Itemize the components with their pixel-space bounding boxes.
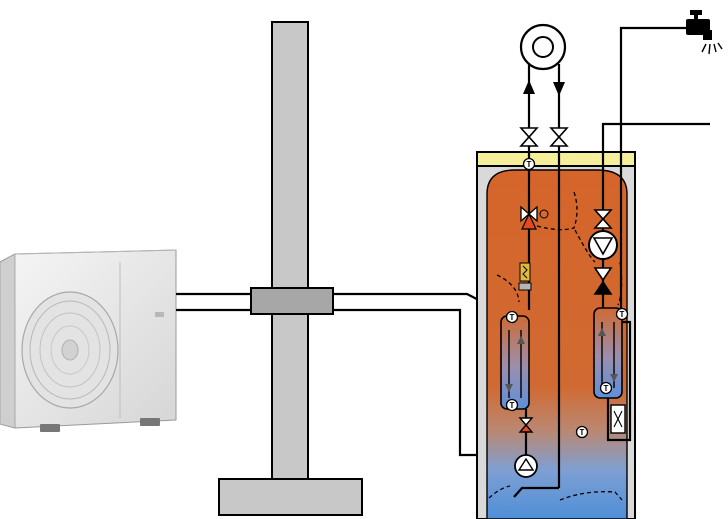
valve-icon — [518, 417, 534, 433]
flow-meter-icon — [610, 404, 626, 434]
wall-sleeve — [250, 287, 334, 315]
mixing-valve-icon — [520, 205, 549, 230]
heat-exchanger-icon — [593, 307, 623, 399]
temperature-sensor-icon: T — [575, 425, 589, 439]
cold-water-inlet-line — [601, 122, 710, 210]
temperature-sensor-label: T — [580, 428, 585, 437]
temperature-sensor-label: T — [620, 310, 625, 319]
temperature-sensor-label: T — [527, 160, 532, 169]
temperature-sensor-label: T — [510, 313, 515, 322]
refrigerant-lines — [176, 292, 526, 457]
fan-grille-icon — [21, 291, 119, 409]
temperature-sensor-label: T — [604, 384, 609, 393]
temperature-sensor-icon: T — [505, 310, 519, 324]
temperature-sensor-icon: T — [615, 307, 629, 321]
valve-icon — [519, 127, 539, 147]
valve-icon — [593, 209, 613, 229]
tank-top-cap — [476, 151, 636, 167]
temperature-sensor-icon: T — [522, 157, 536, 171]
electric-heater-icon — [518, 262, 532, 291]
heat-exchanger-icon — [500, 315, 530, 410]
pump-icon — [514, 454, 538, 478]
water-tap-icon — [619, 10, 723, 322]
pump-icon — [588, 230, 618, 260]
temperature-sensor-icon: T — [599, 381, 613, 395]
temperature-sensor-icon: T — [505, 398, 519, 412]
building-wall — [218, 21, 363, 516]
temperature-sensor-label: T — [510, 401, 515, 410]
outdoor-heat-pump-unit-icon — [0, 249, 177, 432]
valve-icon — [593, 267, 613, 295]
valve-icon — [549, 127, 569, 147]
